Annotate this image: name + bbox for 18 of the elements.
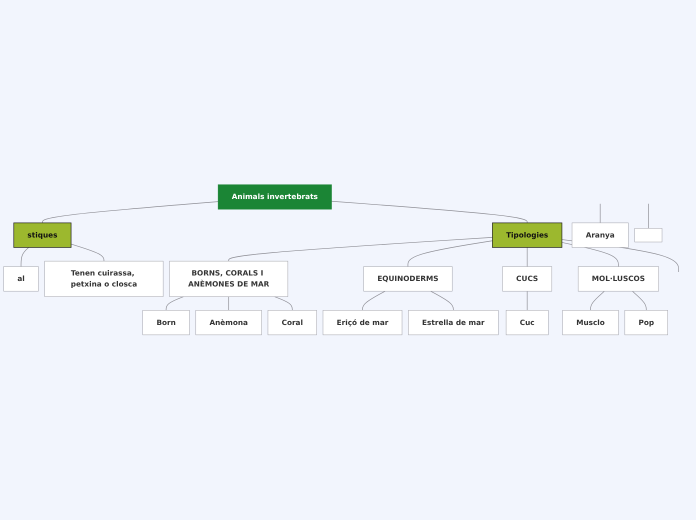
connector xyxy=(430,291,454,311)
connector xyxy=(526,291,528,311)
connector xyxy=(526,247,528,268)
connector xyxy=(331,201,528,224)
connector xyxy=(274,296,293,311)
connector xyxy=(20,247,30,268)
connector xyxy=(228,296,230,311)
connector xyxy=(362,291,386,311)
connector xyxy=(70,244,104,262)
connector xyxy=(166,296,184,311)
connector xyxy=(648,204,649,229)
connector xyxy=(632,291,647,311)
connector xyxy=(228,237,493,262)
connector xyxy=(600,204,601,224)
connector xyxy=(590,291,605,311)
connector xyxy=(42,202,218,224)
node-box xyxy=(634,228,662,242)
connector xyxy=(408,240,493,268)
